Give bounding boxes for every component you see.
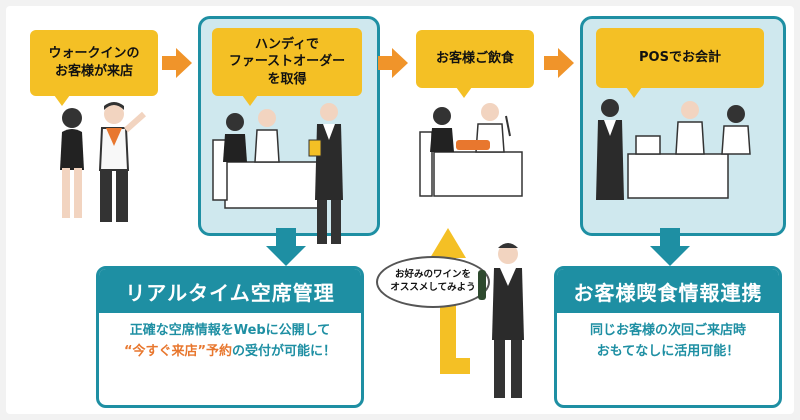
instant-reservation-highlight: “今すぐ来店”予約 [123, 343, 233, 359]
step-order-text: ハンディで ファーストオーダー を取得 [228, 36, 346, 87]
customer-info-description: 同じお客様の次回ご来店時 おもてなしに活用可能！ [557, 313, 779, 363]
customer-info-box: お客様喫食情報連携 同じお客様の次回ご来店時 おもてなしに活用可能！ [554, 266, 782, 408]
dining-illustration [419, 103, 523, 197]
waiter-illustration [478, 243, 524, 398]
walking-couple-illustration [60, 102, 146, 222]
flow-arrow-2 [378, 48, 408, 78]
step-dining-label: お客様ご飲食 [416, 30, 534, 98]
realtime-seat-line2-rest: の受付が可能に！ [232, 343, 337, 359]
customer-info-title: お客様喫食情報連携 [557, 269, 779, 313]
flow-arrow-1 [162, 48, 192, 78]
order-taking-illustration [212, 103, 343, 244]
step-dining-text: お客様ご飲食 [435, 51, 514, 67]
step-walk-in-text: ウォークインの お客様が来店 [48, 46, 140, 79]
realtime-seat-description: 正確な空席情報をWebに公開して “今すぐ来店”予約の受付が可能に！ [99, 313, 361, 363]
step-pos-text: POSでお会計 [639, 50, 721, 66]
step-walk-in-label: ウォークインの お客様が来店 [30, 30, 158, 106]
pos-checkout-illustration [596, 99, 751, 200]
step-order-label: ハンディで ファーストオーダー を取得 [212, 28, 362, 106]
realtime-seat-box: リアルタイム空席管理 正確な空席情報をWebに公開して “今すぐ来店”予約の受付… [96, 266, 364, 408]
customer-info-line1: 同じお客様の次回ご来店時 [589, 323, 746, 338]
realtime-seat-line1: 正確な空席情報をWebに公開して [129, 323, 331, 338]
waiter-speech-text: お好みのワインを オススメしてみよう [390, 269, 476, 293]
down-arrow-right [650, 228, 690, 266]
step-pos-label: POSでお会計 [596, 28, 764, 98]
down-arrow-left [266, 228, 306, 266]
customer-info-line2: おもてなしに活用可能！ [596, 343, 740, 359]
flow-arrow-3 [544, 48, 574, 78]
waiter-speech-bubble: お好みのワインを オススメしてみよう [376, 256, 490, 308]
realtime-seat-title: リアルタイム空席管理 [99, 269, 361, 313]
realtime-seat-line2: “今すぐ来店”予約の受付が可能に！ [99, 342, 361, 363]
